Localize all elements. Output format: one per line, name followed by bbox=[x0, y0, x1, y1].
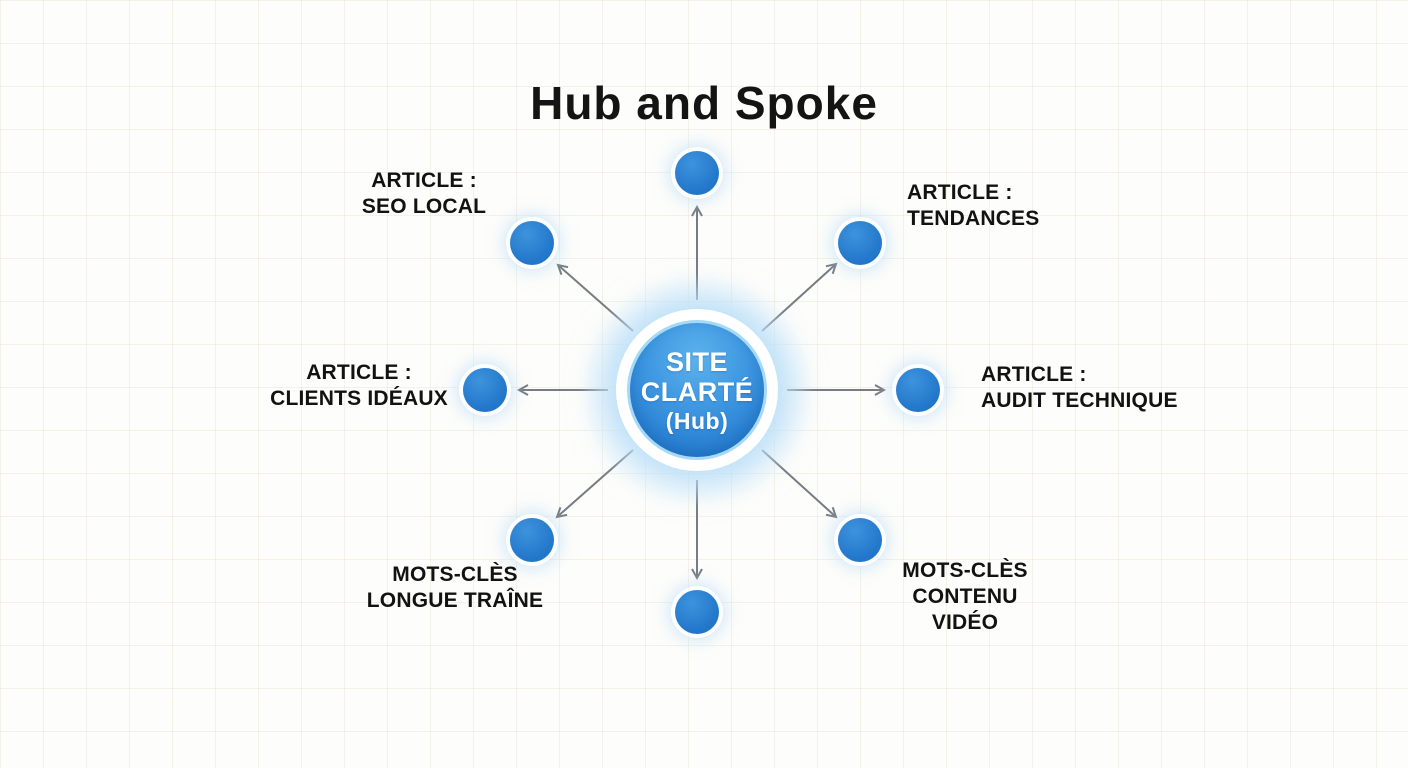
label-longue-traine: MOTS-CLÈS LONGUE TRAÎNE bbox=[366, 563, 544, 612]
spoke-node-right bbox=[896, 368, 940, 412]
spoke-node-bottom-right bbox=[838, 518, 882, 562]
hub-title-line2: CLARTÉ bbox=[640, 377, 754, 407]
spoke-node-top-left bbox=[510, 221, 554, 265]
hub-title-line3: (Hub) bbox=[665, 408, 729, 434]
diagram-title: Hub and Spoke bbox=[530, 77, 878, 129]
hub-node-inner: SITE CLARTÉ (Hub) bbox=[627, 320, 767, 460]
spoke-node-bottom-left bbox=[510, 518, 554, 562]
label-seo-local: ARTICLE : SEO LOCAL bbox=[361, 169, 487, 218]
label-contenu-video: MOTS-CLÈS CONTENU VIDÉO bbox=[902, 559, 1028, 634]
label-audit-technique: ARTICLE : AUDIT TECHNIQUE bbox=[981, 363, 1178, 412]
spoke-node-top bbox=[675, 151, 719, 195]
spoke-node-left bbox=[463, 368, 507, 412]
spoke-node-bottom bbox=[675, 590, 719, 634]
hub-title-line1: SITE bbox=[665, 347, 728, 377]
label-tendances: ARTICLE : TENDANCES bbox=[907, 181, 1040, 230]
hub-node: SITE CLARTÉ (Hub) bbox=[616, 309, 778, 471]
label-clients-ideaux: ARTICLE : CLIENTS IDÉAUX bbox=[270, 361, 448, 410]
spoke-node-top-right bbox=[838, 221, 882, 265]
